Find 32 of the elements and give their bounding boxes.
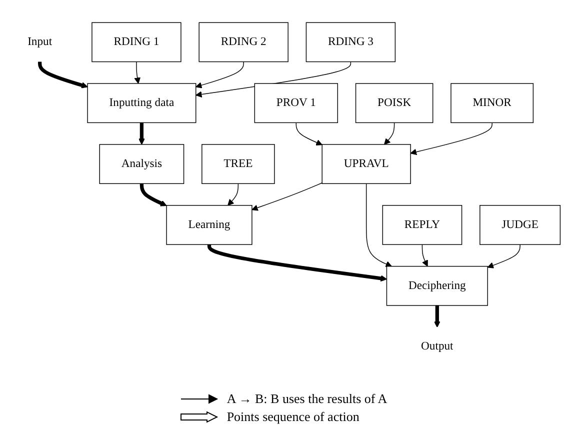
node-box: JUDGE — [480, 205, 561, 245]
node-text: Output — [421, 340, 454, 353]
arrow — [487, 244, 520, 268]
arrow — [422, 244, 428, 267]
arrow — [138, 122, 145, 145]
node-box: Analysis — [99, 144, 184, 184]
node-box: Deciphering — [386, 266, 488, 306]
arrow — [134, 61, 140, 84]
node-box: MINOR — [450, 83, 534, 124]
node-box: PROV 1 — [254, 83, 338, 124]
node-box: RDING 2 — [198, 22, 288, 62]
arrow — [410, 122, 492, 156]
node-box: POISK — [355, 83, 434, 124]
node-box: RDING 1 — [92, 22, 182, 62]
arrow — [296, 122, 322, 146]
node-box: REPLY — [382, 205, 462, 245]
arrow — [228, 183, 239, 206]
arrow — [196, 61, 244, 88]
node-box: TREE — [202, 144, 275, 184]
node-text: Input — [28, 36, 52, 48]
legend-text: A → B: B uses the results of A — [226, 391, 388, 407]
arrow — [366, 183, 392, 267]
node-box: Inputting data — [87, 83, 196, 124]
arrow — [252, 182, 322, 211]
arrow — [38, 62, 88, 88]
arrow — [384, 122, 395, 145]
node-box: Learning — [166, 205, 252, 245]
legend-text: Points sequence of action — [226, 409, 360, 425]
arrow — [207, 244, 387, 282]
node-box: RDING 3 — [306, 22, 396, 62]
arrow — [434, 305, 440, 328]
node-box: UPRAVL — [322, 144, 411, 184]
